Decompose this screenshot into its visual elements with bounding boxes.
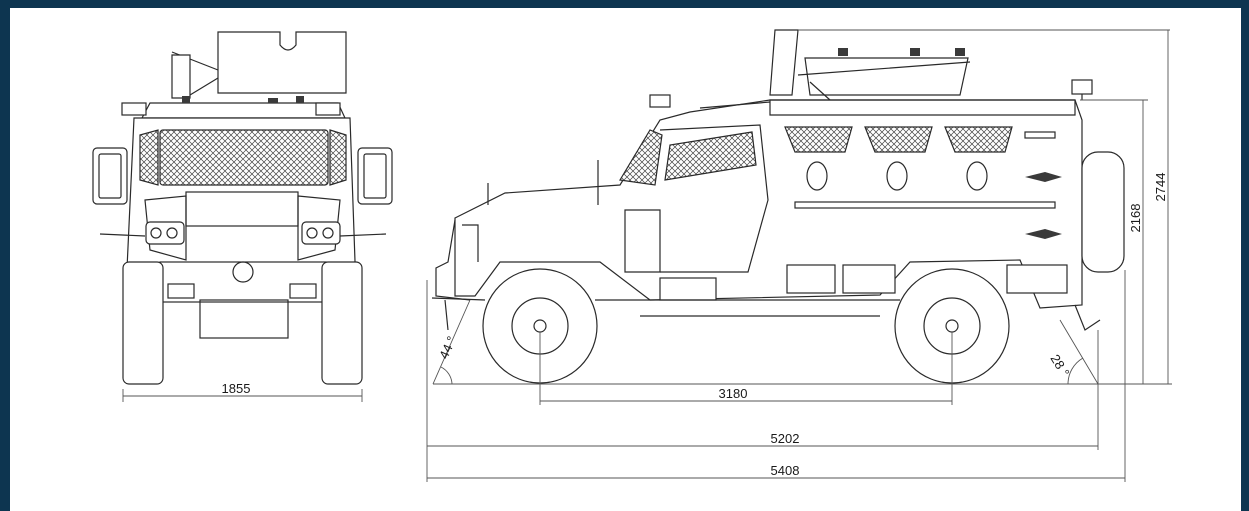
track-width-label: 1855 xyxy=(222,381,251,396)
overall-height-label: 2744 xyxy=(1153,173,1168,202)
front-left-headlight xyxy=(145,221,185,245)
front-turret-shield xyxy=(217,31,347,94)
approach-angle-label: 44 ° xyxy=(436,334,459,361)
departure-angle-line xyxy=(1040,319,1099,385)
front-windshield-mesh xyxy=(159,129,329,186)
spare-wheel xyxy=(1081,151,1125,273)
overall-length-label: 5408 xyxy=(771,463,800,478)
front-roof xyxy=(141,102,346,119)
side-view: 44 ° 28 ° 3180 5202 5408 2168 2744 xyxy=(426,29,1172,482)
side-vision-block-1 xyxy=(784,126,853,153)
length-5202-label: 5202 xyxy=(771,431,800,446)
side-front-window-mesh xyxy=(619,129,663,186)
front-left-wheel xyxy=(122,261,164,385)
side-vision-block-3 xyxy=(944,126,1013,153)
side-door-window-mesh xyxy=(664,131,757,181)
approach-angle-line xyxy=(432,299,471,385)
technical-drawing: 1855 xyxy=(92,29,1172,482)
side-turret-shield xyxy=(769,29,799,96)
front-view: 1855 xyxy=(92,31,393,402)
hull-height-label: 2168 xyxy=(1128,204,1143,233)
drawing-sheet: 1855 xyxy=(10,8,1241,511)
departure-angle-label: 28 ° xyxy=(1047,352,1072,380)
side-vision-block-2 xyxy=(864,126,933,153)
wheelbase-label: 3180 xyxy=(719,386,748,401)
front-right-headlight xyxy=(301,221,341,245)
front-right-wheel xyxy=(321,261,363,385)
